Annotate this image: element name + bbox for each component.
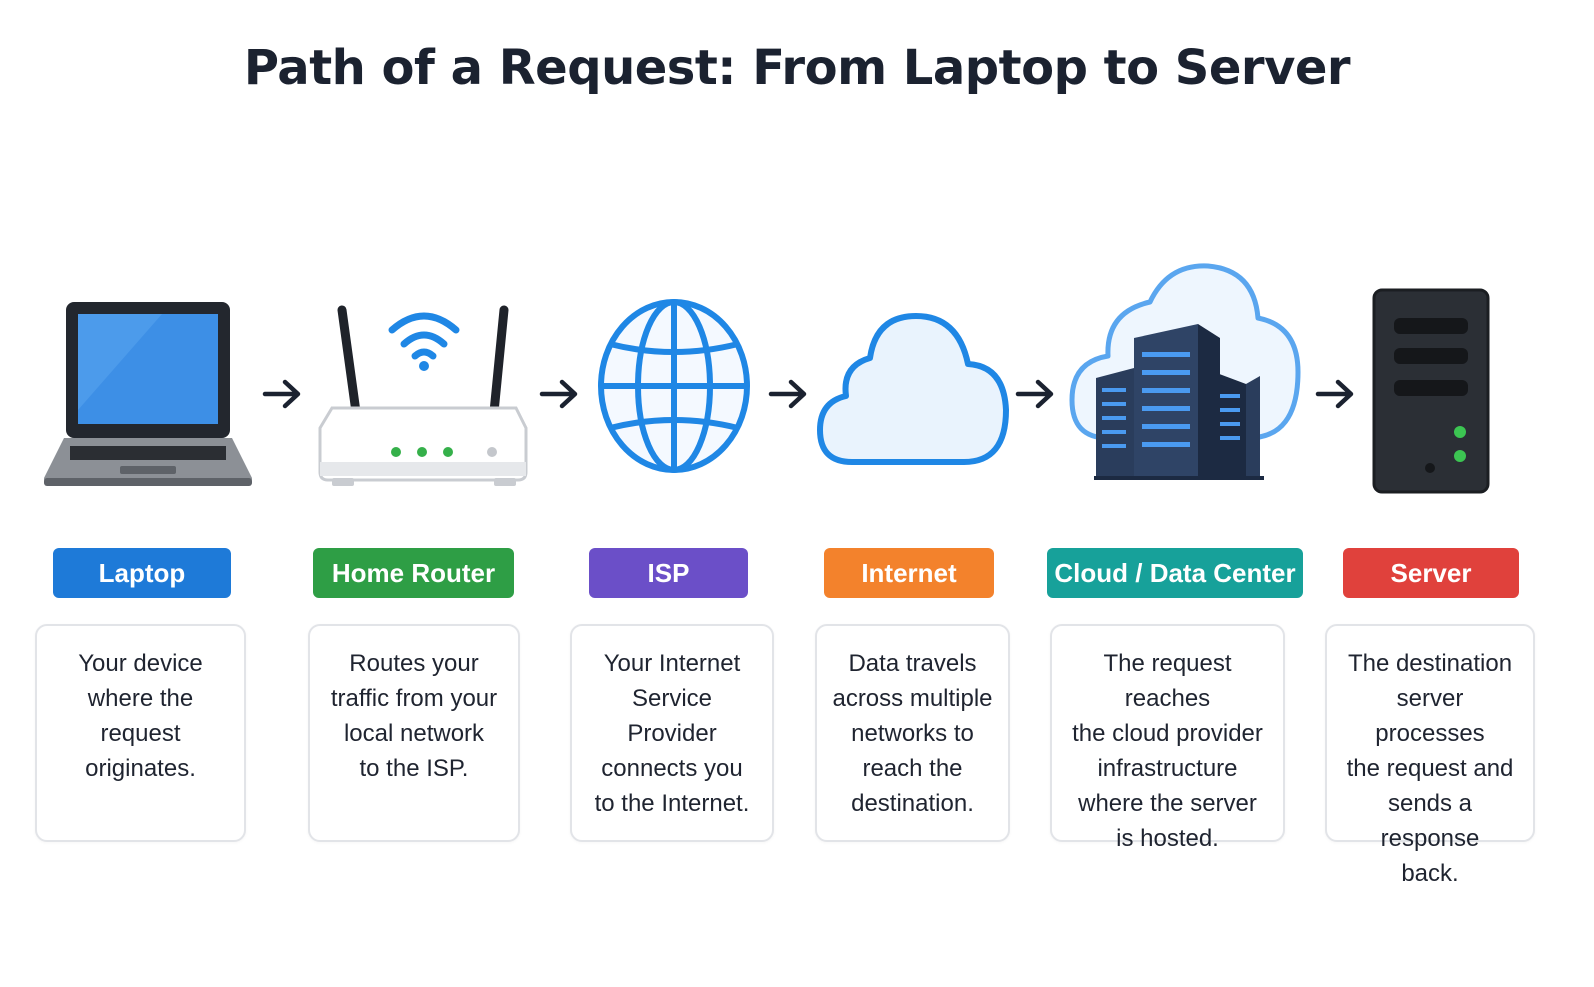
description-line: sends a response [1380,790,1480,852]
description-line: across multiple [832,685,993,712]
description-line: reach the [862,755,963,782]
description-line: to the ISP. [359,755,469,782]
laptop-icon [44,302,252,486]
description-line: Service Provider [627,685,717,747]
step-description-isp: Your Internet Service Provider connects … [570,624,774,842]
step-description-server: The destination server processes the req… [1325,624,1535,887]
step-description-laptop: Your device where the request originates… [35,624,246,842]
description-line: server processes [1375,685,1485,747]
description-line: Your Internet [603,650,741,677]
arrow-right-icon [262,379,301,409]
description-line: Data travels [848,650,977,677]
step-label-home-router: Home Router [313,548,514,598]
description-line: where the [87,685,194,712]
description-line: traffic from your [330,685,498,712]
step-label-isp: ISP [589,548,748,598]
description-line: local network [343,720,485,747]
arrow-right-icon [539,379,578,409]
description-line: originates. [85,755,196,782]
arrow-right-icon [1315,379,1354,409]
cloud-icon [817,313,1009,465]
description-line: back. [1401,860,1459,887]
step-label-internet: Internet [824,548,994,598]
description-line: infrastructure [1097,755,1238,782]
description-line: where the server [1078,790,1257,817]
description-line: Your device [78,650,203,677]
description-line: request [100,720,181,747]
description-line: networks to [851,720,974,747]
data-center-icon [1069,263,1301,480]
description-line: The destination [1347,650,1513,677]
description-line: to the Internet. [594,790,750,817]
step-description-home-router: Routes your traffic from your local netw… [308,624,520,842]
step-description-cloud-data-center: The request reaches the cloud provider i… [1050,624,1285,852]
arrow-right-icon [1015,379,1054,409]
description-line: Routes your [349,650,479,677]
step-label-cloud-data-center: Cloud / Data Center [1047,548,1303,598]
description-line: connects you [601,755,743,782]
diagram-title: Path of a Request: From Laptop to Server [243,40,1351,96]
arrow-right-icon [768,379,807,409]
globe-icon [598,299,750,473]
description-line: is hosted. [1116,825,1219,852]
description-line: destination. [851,790,974,817]
description-line: The request reaches [1103,650,1232,712]
description-line: the cloud provider [1072,720,1263,747]
server-icon [1372,288,1490,494]
description-line: the request and [1346,755,1514,782]
router-icon [318,305,528,486]
step-label-laptop: Laptop [53,548,231,598]
step-label-server: Server [1343,548,1519,598]
step-description-internet: Data travels across multiple networks to… [815,624,1010,842]
